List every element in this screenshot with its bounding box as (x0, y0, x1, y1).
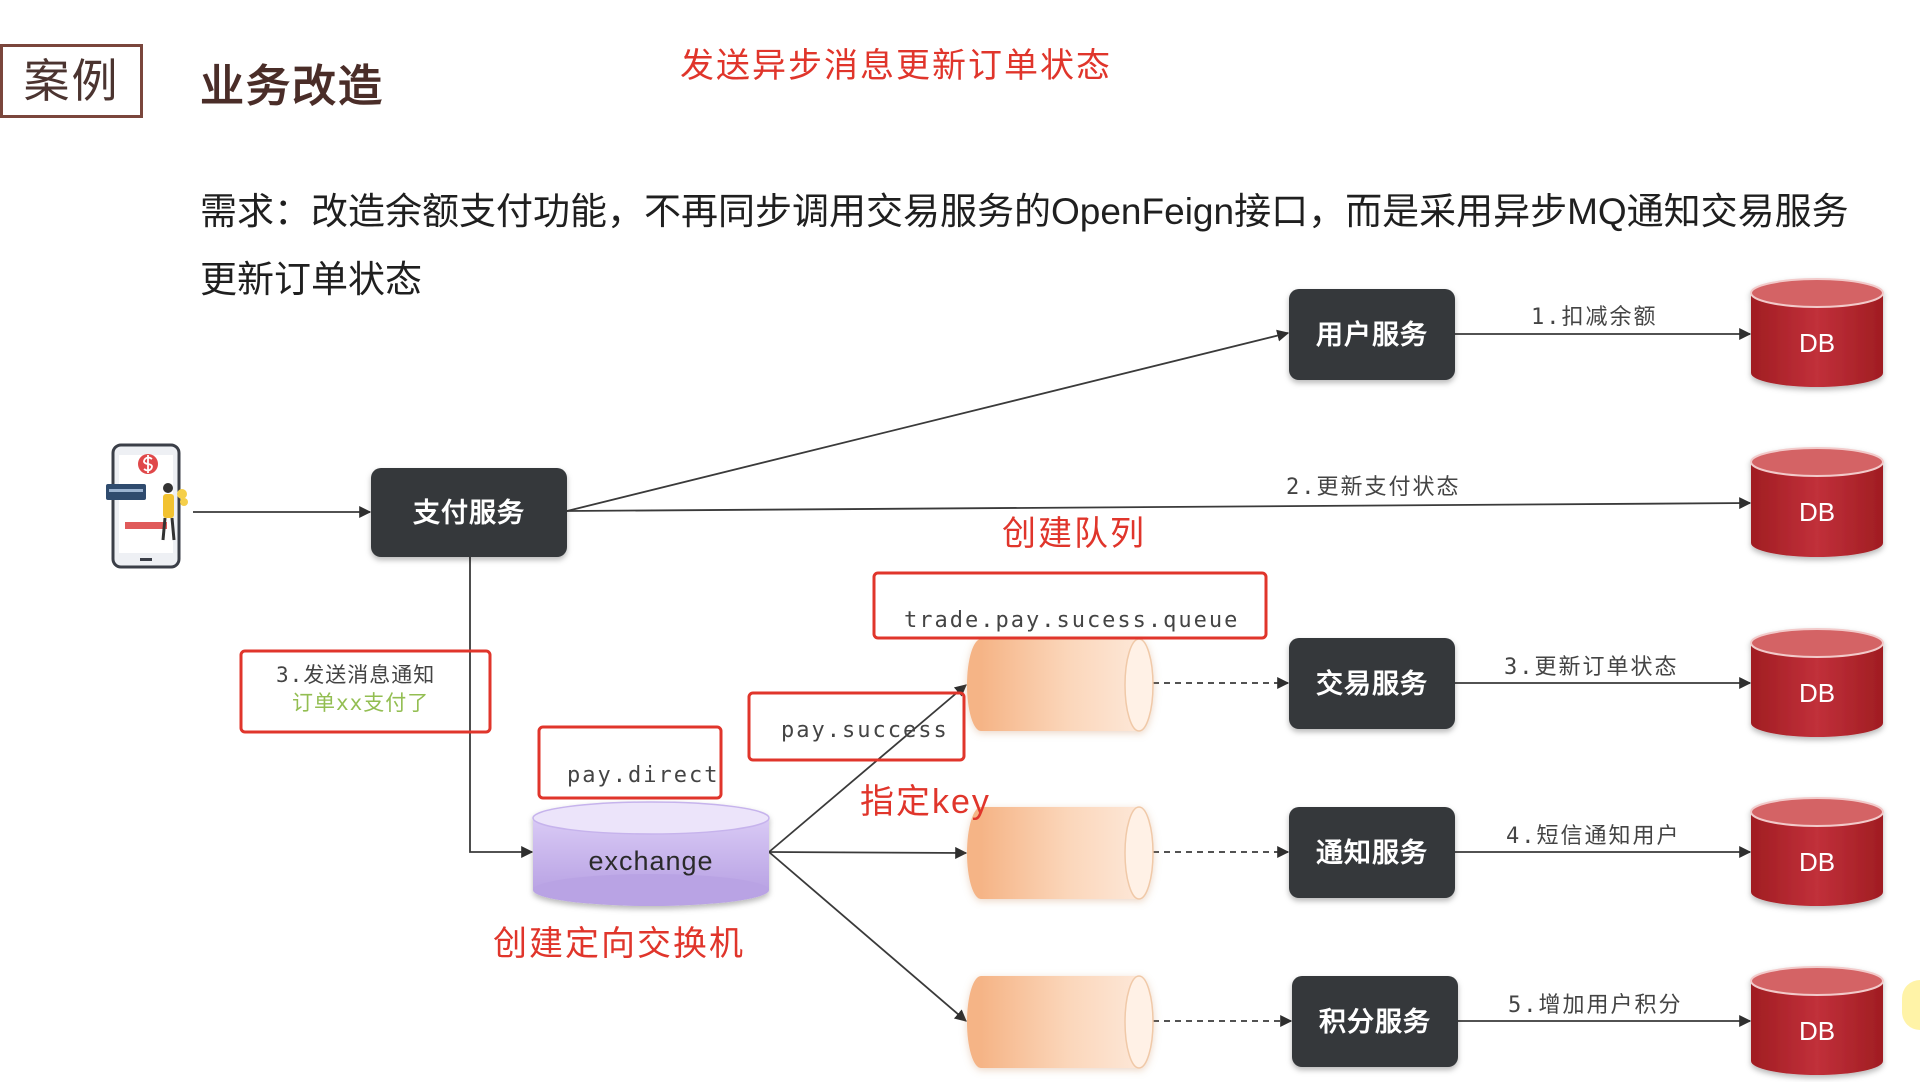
queue-cylinder-trade (967, 638, 1154, 732)
exchange-cylinder: exchange (532, 801, 770, 906)
page-title: 业务改造 (200, 62, 384, 111)
pay-service-label: 支付服务 (413, 498, 525, 528)
user-service-label: 用户服务 (1316, 319, 1428, 350)
db-label: DB (1799, 328, 1835, 358)
annotation-async-message: 发送异步消息更新订单状态 (680, 47, 1112, 85)
edge-label-update-order-status: 3.更新订单状态 (1504, 655, 1679, 680)
queue-name-label: trade.pay.sucess.queue (904, 608, 1239, 633)
pay-service-box: 支付服务 (371, 468, 567, 557)
queue-name-box: trade.pay.sucess.queue (872, 571, 1268, 640)
exchange-name-box: pay.direct (537, 725, 723, 800)
db-label: DB (1799, 497, 1835, 527)
db-user: DB (1750, 278, 1884, 387)
points-service-label: 积分服务 (1319, 1007, 1431, 1037)
message-annotation-box: 3.发送消息通知 订单xx支付了 (239, 649, 492, 734)
trade-service-label: 交易服务 (1316, 668, 1428, 699)
notify-service-box: 通知服务 (1289, 807, 1455, 898)
arrow-exchange-to-queue-1 (768, 684, 967, 853)
requirement-line-2: 更新订单状态 (200, 259, 422, 300)
arrow-pay-to-exchange (469, 557, 534, 858)
exchange-label: exchange (588, 846, 713, 876)
queue-cylinder-notify (967, 806, 1154, 900)
points-service-box: 积分服务 (1292, 976, 1458, 1067)
db-pay: DB (1750, 447, 1884, 557)
arrow-pay-to-user-service (566, 329, 1290, 512)
routing-key-box: pay.success (747, 691, 966, 762)
edge-label-update-pay-status: 2.更新支付状态 (1286, 475, 1461, 500)
edge-label-sms-notify: 4.短信通知用户 (1506, 824, 1681, 849)
db-trade: DB (1750, 628, 1884, 737)
trade-service-box: 交易服务 (1289, 638, 1455, 729)
arrow-exchange-to-queue-2 (768, 846, 968, 859)
db-label: DB (1799, 847, 1835, 877)
note-specify-key: 指定key (860, 783, 991, 821)
note-create-queue: 创建队列 (1002, 515, 1146, 553)
mobile-payment-icon (106, 443, 188, 569)
db-points: DB (1750, 966, 1884, 1075)
notify-service-label: 通知服务 (1316, 838, 1428, 868)
note-create-exchange: 创建定向交换机 (493, 925, 745, 963)
message-content-label: 订单xx支付了 (292, 691, 429, 715)
db-label: DB (1799, 1016, 1835, 1046)
message-step-label: 3.发送消息通知 (276, 663, 435, 687)
queue-cylinder-points (967, 975, 1154, 1069)
arrow-exchange-to-queue-3 (768, 851, 967, 1022)
edge-label-deduct-balance: 1.扣减余额 (1531, 305, 1658, 330)
section-tag: 案例 (0, 44, 143, 118)
exchange-name-label: pay.direct (567, 763, 719, 788)
cursor-highlight (1902, 980, 1920, 1030)
user-service-box: 用户服务 (1289, 289, 1455, 380)
db-label: DB (1799, 678, 1835, 708)
edge-label-add-points: 5.增加用户积分 (1508, 993, 1683, 1018)
routing-key-label: pay.success (781, 718, 949, 743)
requirement-line-1: 需求：改造余额支付功能，不再同步调用交易服务的OpenFeign接口，而是采用异… (200, 191, 1849, 232)
arrow-pay-to-db (566, 497, 1752, 512)
db-notify: DB (1750, 797, 1884, 906)
